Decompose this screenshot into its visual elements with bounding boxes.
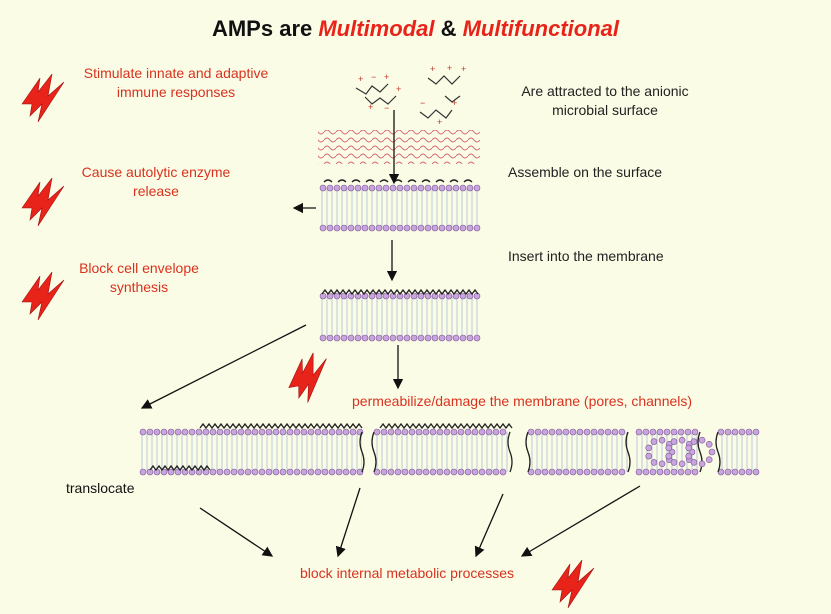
title-multifunctional: Multifunctional (462, 16, 620, 41)
function-label-line: Block cell envelope (79, 260, 199, 276)
function-label-immune: Stimulate innate and adaptive immune res… (66, 64, 286, 102)
svg-text:+: + (447, 63, 452, 73)
title-prefix: AMPs are (211, 16, 319, 41)
function-label-line: synthesis (109, 279, 169, 295)
membrane-assemble (319, 179, 481, 232)
svg-text:−: − (420, 98, 425, 108)
svg-text:+: + (396, 84, 401, 94)
title-ampersand: & (434, 16, 463, 41)
lightning-icon (551, 559, 595, 609)
lightning-icon (21, 271, 65, 321)
function-label-envelope: Block cell envelope synthesis (64, 259, 214, 297)
step-label-attracted: Are attracted to the anionic microbial s… (500, 82, 710, 120)
function-label-line: Stimulate innate and adaptive (83, 65, 269, 81)
flow-arrows (140, 110, 641, 558)
permeabilize-label: permeabilize/damage the membrane (pores,… (352, 393, 693, 409)
lightning-icon (288, 352, 327, 403)
svg-text:+: + (461, 64, 466, 74)
step-label-line: microbial surface (552, 102, 658, 118)
page-title: AMPs are Multimodal & Multifunctional (0, 16, 831, 42)
step-label-assemble: Assemble on the surface (508, 164, 663, 180)
lightning-icon (21, 177, 65, 227)
membrane-insert (319, 288, 481, 342)
translocate-label: translocate (66, 480, 135, 496)
function-label-line: immune responses (116, 84, 236, 100)
svg-text:+: + (384, 72, 389, 82)
cell-wall (318, 130, 480, 164)
svg-text:−: − (384, 103, 389, 113)
membrane-damaged (139, 422, 760, 476)
block-processes-label: block internal metabolic processes (300, 565, 514, 581)
function-label-line: release (133, 183, 179, 199)
free-peptides (355, 75, 461, 119)
lightning-icon (21, 73, 65, 123)
step-label-insert: Insert into the membrane (508, 248, 664, 264)
function-label-line: Cause autolytic enzyme (81, 164, 231, 180)
function-label-autolytic: Cause autolytic enzyme release (66, 163, 246, 201)
step-label-line: Are attracted to the anionic (521, 83, 689, 99)
peptide-charges: +−+ +−+ +++ −++ (358, 63, 466, 127)
svg-text:+: + (430, 64, 435, 74)
svg-text:+: + (452, 98, 457, 108)
svg-text:−: − (371, 72, 376, 82)
svg-text:+: + (358, 74, 363, 84)
title-multimodal: Multimodal (318, 16, 435, 41)
svg-text:+: + (368, 102, 373, 112)
svg-text:+: + (437, 117, 442, 127)
